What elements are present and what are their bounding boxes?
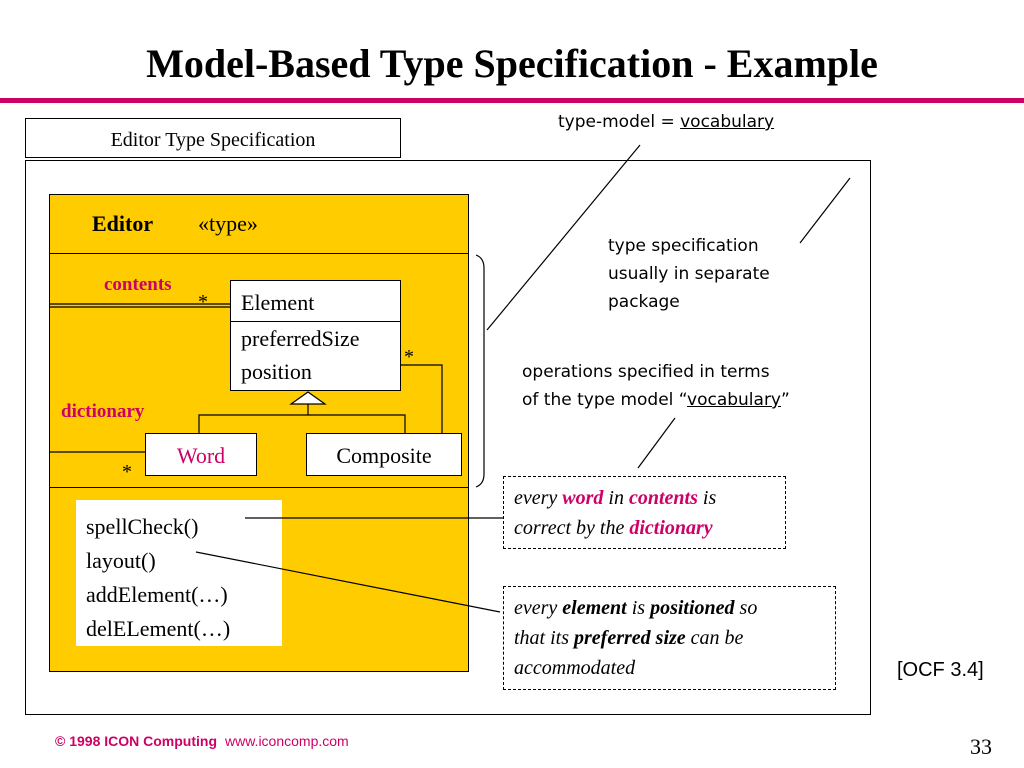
- dictionary-role-label: dictionary: [61, 401, 145, 422]
- operations-list: spellCheck() layout() addElement(…) delE…: [76, 500, 282, 646]
- operation-addelement: addElement(…): [86, 582, 228, 607]
- element-multiplicity: *: [404, 346, 414, 368]
- operation-delelement: delELement(…): [86, 616, 231, 641]
- footer-url[interactable]: www.iconcomp.com: [225, 733, 349, 749]
- footer: © 1998 ICON Computing www.iconcomp.com: [55, 732, 349, 750]
- element-attribute-position: position: [241, 359, 312, 384]
- type-model-note: type-model = vocabulary: [558, 112, 775, 132]
- generalization-triangle-icon: [289, 391, 327, 405]
- dictionary-multiplicity: *: [122, 461, 132, 483]
- spellcheck-constraint-note: every word in contents is correct by the…: [503, 476, 786, 549]
- contents-role-label: contents: [104, 274, 172, 295]
- type-model-bracket: [475, 254, 485, 488]
- element-attribute-preferredsize: preferredSize: [241, 326, 360, 351]
- operations-pointer-line: [637, 417, 676, 469]
- footer-copyright: © 1998 ICON Computing: [55, 733, 217, 749]
- operations-vocabulary: vocabulary: [687, 390, 781, 410]
- separate-package-pointer-line: [799, 177, 851, 244]
- generalization-branches: [198, 414, 406, 433]
- operation-spellcheck: spellCheck(): [86, 514, 199, 539]
- composite-class-box: Composite: [306, 433, 462, 476]
- operation-layout: layout(): [86, 548, 156, 573]
- editor-header-divider: [49, 253, 469, 254]
- word-class-box: Word: [145, 433, 257, 476]
- type-model-vocabulary: vocabulary: [680, 112, 775, 132]
- package-tab: Editor Type Specification: [25, 118, 401, 158]
- contents-multiplicity: *: [198, 291, 208, 313]
- reference-citation: [OCF 3.4]: [897, 659, 984, 681]
- layout-constraint-note: every element is positioned so that its …: [503, 586, 836, 690]
- editor-type-name: Editor: [92, 211, 154, 236]
- title-divider: [0, 98, 1024, 103]
- element-class-name: Element: [241, 290, 315, 315]
- element-class-box: Element preferredSize position: [230, 280, 401, 391]
- element-class-divider: [231, 321, 400, 322]
- separate-package-note: type specification usually in separate p…: [608, 236, 770, 312]
- page-title: Model-Based Type Specification - Example: [146, 41, 878, 86]
- operations-note: operations specified in terms of the typ…: [522, 362, 790, 410]
- layout-constraint-line: [195, 551, 501, 613]
- editor-operations-divider: [49, 487, 469, 488]
- page-number: 33: [970, 734, 992, 759]
- type-model-pointer-line: [486, 144, 641, 331]
- composite-aggregation-line: [401, 364, 443, 433]
- editor-stereotype: «type»: [198, 211, 258, 236]
